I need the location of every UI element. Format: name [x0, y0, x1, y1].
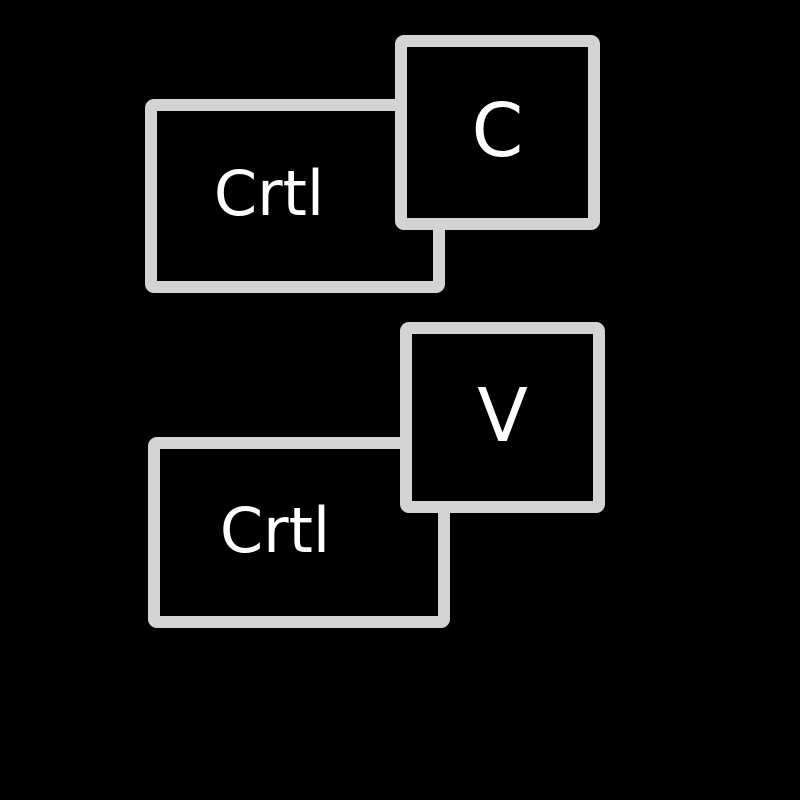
key-label-c: C	[471, 87, 524, 174]
key-label-v: V	[477, 372, 528, 459]
key-label-ctrl-copy: Crtl	[213, 157, 325, 230]
key-v[interactable]: V	[400, 322, 605, 513]
key-ctrl-paste[interactable]: Crtl	[148, 437, 450, 628]
key-label-ctrl-paste: Crtl	[219, 493, 331, 567]
key-c[interactable]: C	[395, 35, 600, 230]
